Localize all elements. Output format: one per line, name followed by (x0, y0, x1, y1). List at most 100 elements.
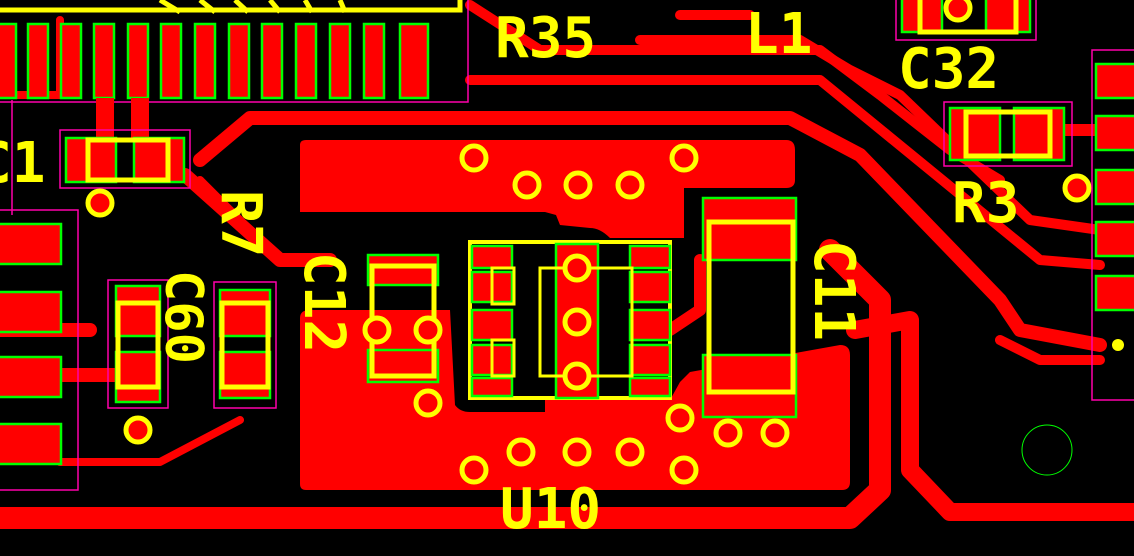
connector-silk-tick (198, 0, 217, 14)
label-c1: C1 (0, 131, 45, 196)
trace-left-6 (196, 176, 264, 244)
connector-top-courtyard (0, 0, 469, 103)
connector-right-courtyard (1091, 49, 1134, 401)
c60-pad (114, 350, 162, 404)
silkscreen-labels: R35 L1 C32 C1 R3 U10 R7 C60 C12 C11 (0, 2, 1019, 542)
via (562, 437, 592, 467)
c32-courtyard (895, 0, 1037, 41)
connector-pad (362, 22, 386, 100)
r7-pad (218, 288, 272, 338)
left-ic-pad (0, 422, 63, 466)
via (459, 143, 489, 173)
via (669, 143, 699, 173)
connector-right (1091, 49, 1134, 401)
label-r3: R3 (952, 171, 1019, 236)
u10-pad-right (628, 244, 672, 270)
connector-pad (59, 22, 83, 100)
u10-pad-right (628, 376, 672, 398)
component-r3 (943, 101, 1073, 167)
trace-right-diagonal (846, 311, 1134, 521)
c1-pad (132, 136, 186, 184)
connector-pad (294, 22, 318, 100)
trace-bottom-bus (0, 239, 891, 529)
left-ic-footprint (0, 100, 79, 491)
c1-courtyard (59, 129, 191, 189)
connector-pad (398, 22, 430, 100)
u10-pad-left (470, 308, 514, 342)
u10-via (562, 307, 592, 337)
via (615, 437, 645, 467)
u10-pad-left (470, 376, 514, 398)
label-c60: C60 (153, 270, 213, 364)
r3-courtyard (943, 101, 1073, 167)
c1-silk-body (85, 137, 171, 183)
component-c32 (895, 0, 1037, 41)
via (615, 170, 645, 200)
connector-right-pad (1094, 62, 1134, 100)
left-ic-pad (0, 355, 63, 399)
u10-silk-pin-mark (490, 266, 516, 306)
via (512, 170, 542, 200)
u10-pad-left (470, 244, 514, 270)
c11-silk-body (706, 219, 796, 395)
label-c32: C32 (898, 37, 999, 102)
via (506, 437, 536, 467)
connector-silk-tick (158, 0, 182, 15)
c1-pad (64, 136, 118, 184)
u10-pad-right (628, 343, 672, 377)
left-ic-courtyard (0, 209, 79, 491)
via (1062, 173, 1092, 203)
c12-via (413, 315, 443, 345)
connector-pad (328, 22, 352, 100)
left-ic-pad (0, 290, 63, 334)
u10-via (562, 253, 592, 283)
trace-top-curve (193, 111, 1107, 352)
connector-silk-tick (233, 0, 250, 14)
component-c60 (107, 279, 169, 445)
via (665, 403, 695, 433)
via-small (1112, 339, 1124, 351)
c32-pad (984, 0, 1032, 34)
connector-pad (0, 22, 18, 100)
via (563, 170, 593, 200)
r3-pad (948, 106, 1002, 162)
c11-pad (701, 353, 798, 419)
connector-pad (193, 22, 217, 100)
connector-top-silk (0, 0, 463, 13)
c60-silk-body (115, 300, 161, 390)
via (459, 455, 489, 485)
trace-u10-right (664, 254, 706, 336)
connector-right-pad (1094, 220, 1134, 258)
c32-silk-body (917, 0, 1019, 35)
c12-via (413, 388, 443, 418)
u10-silk-pin-mark (490, 338, 516, 378)
connector-silk-tick (302, 0, 315, 14)
component-c1 (59, 129, 191, 218)
r3-silk-body (963, 109, 1053, 159)
label-c11: C11 (801, 240, 866, 341)
component-r7 (213, 281, 277, 409)
label-r7: R7 (208, 190, 273, 257)
r7-silk-body (219, 300, 271, 390)
connector-right-pad (1094, 168, 1134, 206)
connector-pad (126, 22, 150, 100)
r7-courtyard (213, 281, 277, 409)
component-c11 (701, 196, 798, 419)
connector-pad (159, 22, 183, 100)
label-r35: R35 (495, 6, 596, 71)
left-ic-pad (0, 222, 63, 266)
trace-left-5 (56, 416, 244, 466)
c60-via (123, 415, 153, 445)
via (669, 455, 699, 485)
connector-pad (92, 22, 116, 100)
label-l1: L1 (745, 2, 812, 67)
c12-pad (366, 253, 440, 287)
label-c12: C12 (291, 252, 356, 353)
connector-pad (227, 22, 251, 100)
connector-right-pad (1094, 114, 1134, 152)
connector-silk-tick (268, 0, 282, 14)
u10-pad-right (628, 308, 672, 342)
c1-via (85, 188, 115, 218)
trace-left-2 (178, 168, 337, 267)
via (713, 418, 743, 448)
